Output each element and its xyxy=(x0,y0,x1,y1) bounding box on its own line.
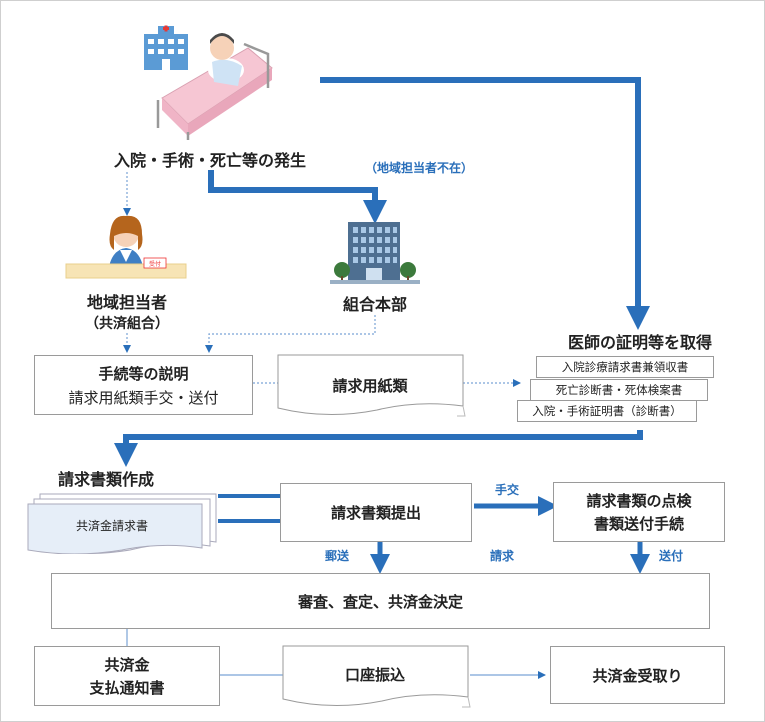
node-transfer: 口座振込 xyxy=(344,666,405,684)
receptionist-icon: 受付 xyxy=(65,215,187,279)
review-label: 審査、査定、共済金決定 xyxy=(297,592,463,611)
office-building-icon xyxy=(330,222,420,284)
check-line2: 書類送付手続 xyxy=(593,515,684,533)
node-submit: 請求書類提出 xyxy=(280,483,472,542)
patient-bed-icon xyxy=(156,33,273,140)
edge-label-handover: 手交 xyxy=(495,483,520,497)
claim-docs-stack xyxy=(27,493,217,554)
absent-note: （地域担当者不在） xyxy=(364,161,473,175)
doctor-doc-2: 死亡診断書・死体検案書 xyxy=(530,379,708,401)
svg-text:受付: 受付 xyxy=(149,260,161,268)
doctor-doc-3: 入院・手術証明書（診断書） xyxy=(517,400,697,422)
receive-label: 共済金受取り xyxy=(592,666,683,685)
node-review: 審査、査定、共済金決定 xyxy=(51,573,710,629)
edge-label-mail: 郵送 xyxy=(325,549,350,563)
node-notice: 共済金 支払通知書 xyxy=(34,646,220,706)
doctor-doc-1: 入院診療請求書兼領収書 xyxy=(536,356,714,378)
arrow-to-create-docs xyxy=(114,430,643,467)
claim-form-doc: 共済金請求書 xyxy=(75,519,148,533)
check-line1: 請求書類の点検 xyxy=(586,492,692,510)
node-create-docs: 請求書類作成 xyxy=(58,470,155,489)
node-occurrence: 入院・手術・死亡等の発生 xyxy=(113,151,306,170)
explain-title: 手続等の説明 xyxy=(98,364,189,383)
edge-label-send: 送付 xyxy=(659,549,684,563)
node-doctor: 医師の証明等を取得 xyxy=(567,333,712,352)
arrow-to-hq xyxy=(208,170,387,224)
notice-line2: 支払通知書 xyxy=(89,679,165,697)
explain-sub: 請求用紙類手交・送付 xyxy=(68,388,219,407)
node-hq: 組合本部 xyxy=(342,295,407,314)
notice-line1: 共済金 xyxy=(104,656,150,674)
node-explain: 手続等の説明 請求用紙類手交・送付 xyxy=(34,355,253,415)
node-receive: 共済金受取り xyxy=(550,646,725,704)
claim-forms-shape xyxy=(277,354,466,417)
transfer-shape xyxy=(282,645,471,708)
dotted-hq-to-explain xyxy=(205,315,376,353)
arrow-to-doctor xyxy=(320,77,650,330)
node-claim-forms: 請求用紙類 xyxy=(332,377,408,395)
hospital-icon xyxy=(144,25,188,70)
submit-label: 請求書類提出 xyxy=(330,504,421,522)
node-local-rep: 地域担当者 xyxy=(86,293,167,312)
edge-label-claim: 請求 xyxy=(490,549,515,563)
node-local-rep-sub: （共済組合） xyxy=(85,316,169,332)
node-check: 請求書類の点検 書類送付手続 xyxy=(553,482,725,542)
